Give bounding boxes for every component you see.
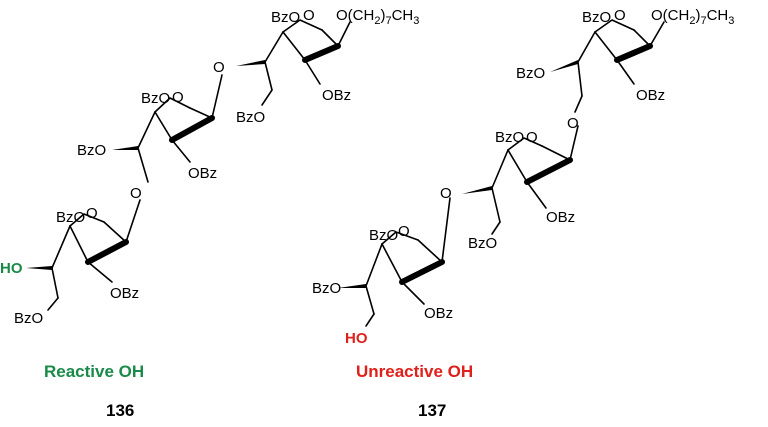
label-obz: OBz bbox=[110, 285, 139, 302]
label-unreactive-ho: HO bbox=[345, 330, 368, 347]
label-bzo: BzO bbox=[468, 235, 497, 252]
caption-reactive: Reactive OH bbox=[44, 362, 144, 381]
label-bzo: BzO bbox=[369, 227, 398, 244]
label-reactive-ho: HO bbox=[0, 260, 23, 277]
compound-number-137: 137 bbox=[418, 401, 446, 420]
ring-136-top bbox=[236, 19, 351, 106]
ring-136-bottom bbox=[26, 199, 141, 299]
label-obz: OBz bbox=[636, 87, 665, 104]
label-ring-o: O bbox=[614, 7, 626, 24]
label-octyl: O(CH2)7CH3 bbox=[336, 7, 419, 27]
label-link-o: O bbox=[213, 59, 225, 76]
caption-unreactive: Unreactive OH bbox=[356, 362, 473, 381]
label-obz: OBz bbox=[546, 209, 575, 226]
compound-number-136: 136 bbox=[106, 401, 134, 420]
label-bzo: BzO bbox=[582, 9, 611, 26]
label-bzo: BzO bbox=[271, 9, 300, 26]
label-obz: OBz bbox=[424, 305, 453, 322]
compound-137: BzO O O(CH2)7CH3 BzO OBz O BzO O O OBz B… bbox=[312, 7, 734, 347]
ring-137-bottom bbox=[338, 197, 451, 327]
label-ring-o: O bbox=[398, 223, 410, 240]
ring-137-top bbox=[550, 19, 665, 113]
label-bzo: BzO bbox=[516, 65, 545, 82]
label-ring-o: O bbox=[172, 89, 184, 106]
label-bzo: BzO bbox=[236, 109, 265, 126]
compound-136: BzO O O(CH2)7CH3 O OBz BzO BzO O BzO OBz… bbox=[0, 7, 419, 327]
label-bzo: BzO bbox=[312, 280, 341, 297]
label-link-o: O bbox=[567, 115, 579, 132]
label-octyl: O(CH2)7CH3 bbox=[651, 7, 734, 27]
label-bzo: BzO bbox=[14, 310, 43, 327]
label-ring-o: O bbox=[86, 205, 98, 222]
label-bzo: BzO bbox=[495, 129, 524, 146]
ring-137-middle bbox=[462, 125, 579, 235]
label-obz: OBz bbox=[322, 87, 351, 104]
label-ring-o: O bbox=[303, 7, 315, 24]
label-link-o: O bbox=[440, 185, 452, 202]
label-bzo: BzO bbox=[56, 209, 85, 226]
label-obz: OBz bbox=[188, 165, 217, 182]
label-bzo: BzO bbox=[141, 90, 170, 107]
ring-136-middle bbox=[112, 74, 223, 183]
label-bzo: BzO bbox=[77, 142, 106, 159]
label-ring-o: O bbox=[526, 129, 538, 146]
label-link-o: O bbox=[130, 185, 142, 202]
